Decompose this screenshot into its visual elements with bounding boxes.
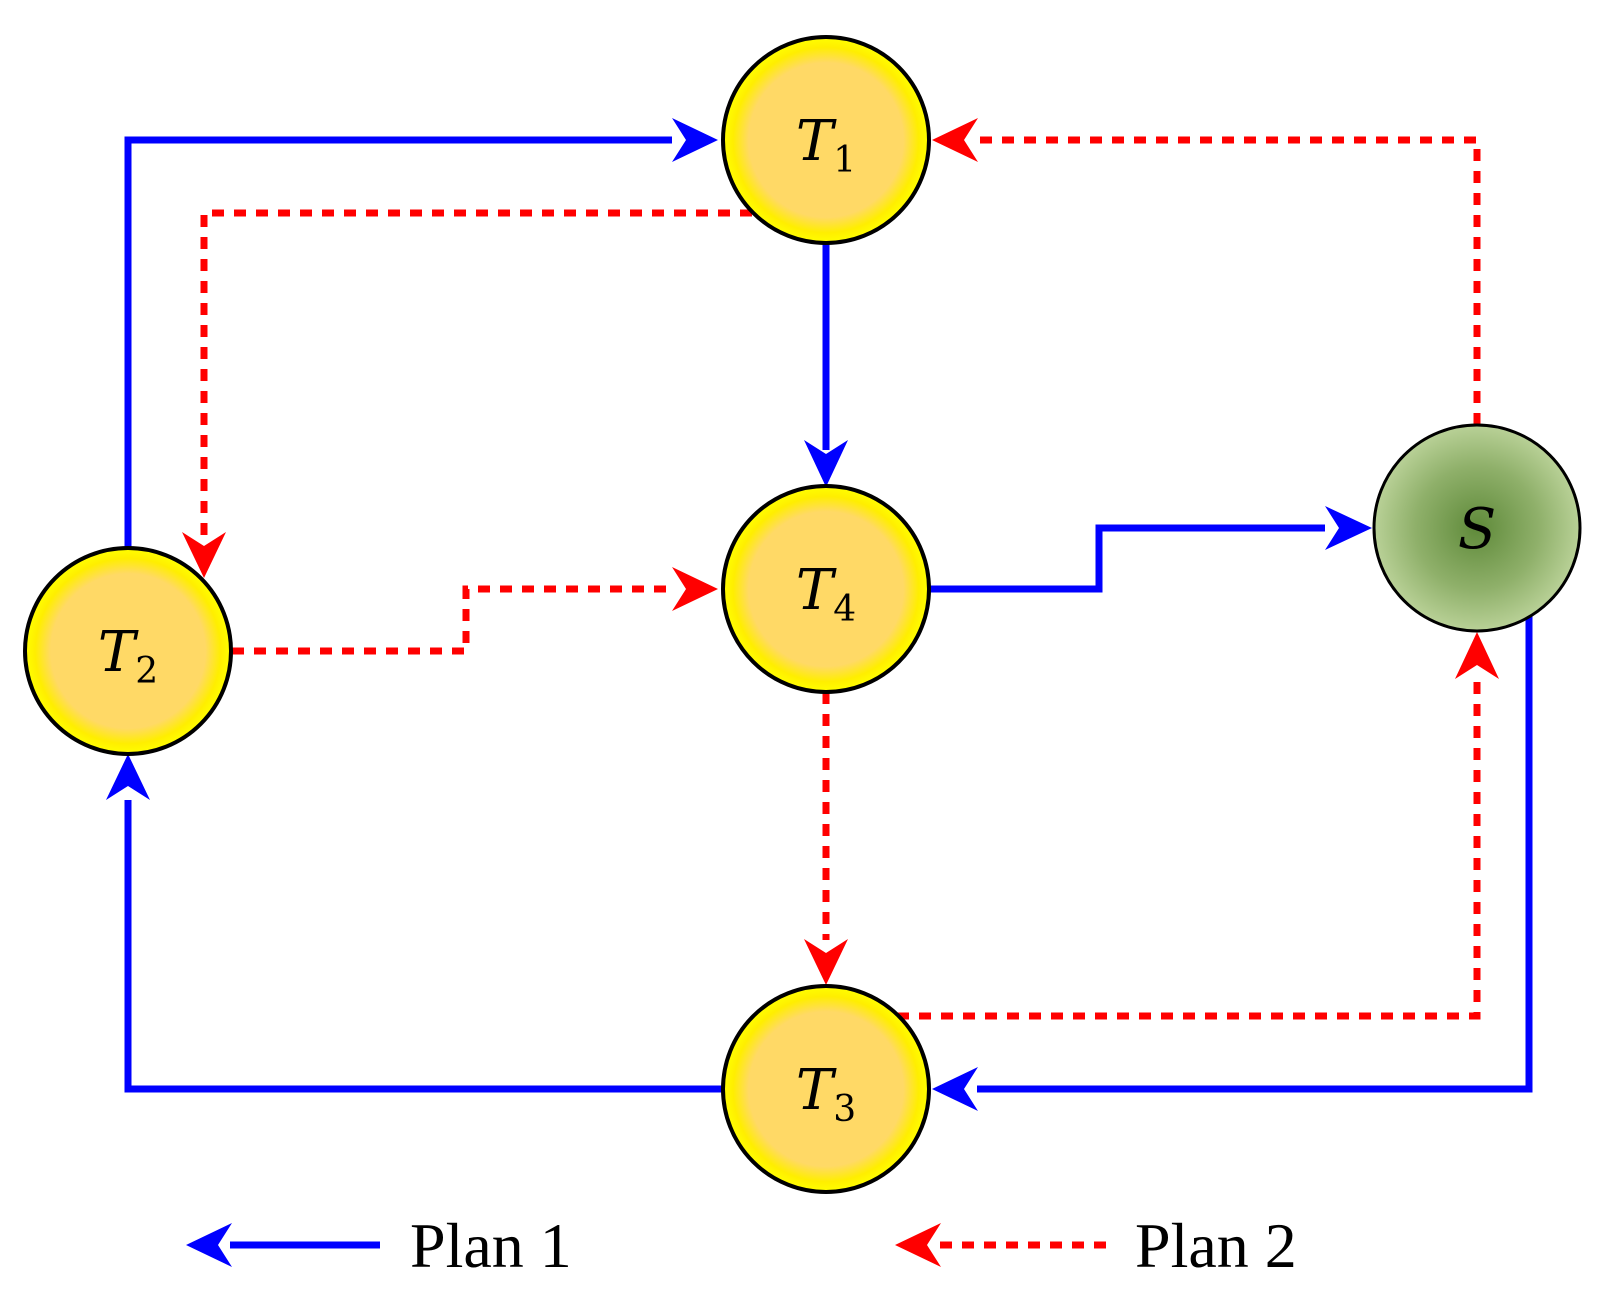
arrowhead-s-bottom (1455, 632, 1499, 679)
node-t4-circle (721, 484, 931, 694)
arrowhead-t4-left (672, 567, 718, 611)
arrowhead-t2-top (182, 532, 226, 578)
arrowhead-t3-right (932, 1067, 978, 1111)
edge-t4-s (929, 524, 1325, 593)
node-t4-label: T4 (796, 558, 856, 630)
arrowhead-t2-bottom (106, 754, 150, 800)
legend: Plan 1 Plan 2 (186, 1210, 1297, 1281)
node-t3-circle (721, 984, 931, 1194)
arrowhead-t3-top (804, 939, 848, 985)
node-t2-label: T2 (98, 620, 158, 692)
node-t4: T4 (721, 484, 931, 694)
plan2-routes (182, 118, 1499, 1020)
arrowhead-t1-left (672, 118, 718, 162)
arrowhead-t4-top (804, 440, 848, 487)
legend-plan1-label: Plan 1 (410, 1210, 572, 1281)
arrowhead-t1-right (932, 118, 978, 162)
node-t2: T2 (23, 546, 233, 756)
node-t3: T3 (721, 984, 931, 1194)
node-s-label: S (1458, 497, 1496, 562)
legend-plan2: Plan 2 (895, 1210, 1297, 1281)
node-s: S (1372, 423, 1582, 633)
node-s-circle (1372, 423, 1582, 633)
edge-t3-s (897, 680, 1481, 1020)
node-t1-label: T1 (796, 109, 856, 181)
edge-t2-t1 (124, 136, 672, 549)
legend-plan2-arrowhead (895, 1223, 941, 1267)
edge-s-t3 (977, 615, 1533, 1093)
legend-plan1-arrowhead (186, 1223, 232, 1267)
edge-t3-t2 (124, 800, 722, 1093)
edge-t1-t2 (200, 209, 752, 535)
node-t2-circle (23, 546, 233, 756)
node-t3-label: T3 (796, 1058, 856, 1130)
edge-s-t1 (980, 136, 1481, 425)
legend-plan2-label: Plan 2 (1135, 1210, 1297, 1281)
edge-t2-t4 (232, 585, 672, 655)
plan1-routes (106, 118, 1533, 1111)
node-t1-circle (721, 35, 931, 245)
legend-plan1: Plan 1 (186, 1210, 572, 1281)
arrowhead-s-left (1325, 506, 1372, 550)
node-t1: T1 (721, 35, 931, 245)
